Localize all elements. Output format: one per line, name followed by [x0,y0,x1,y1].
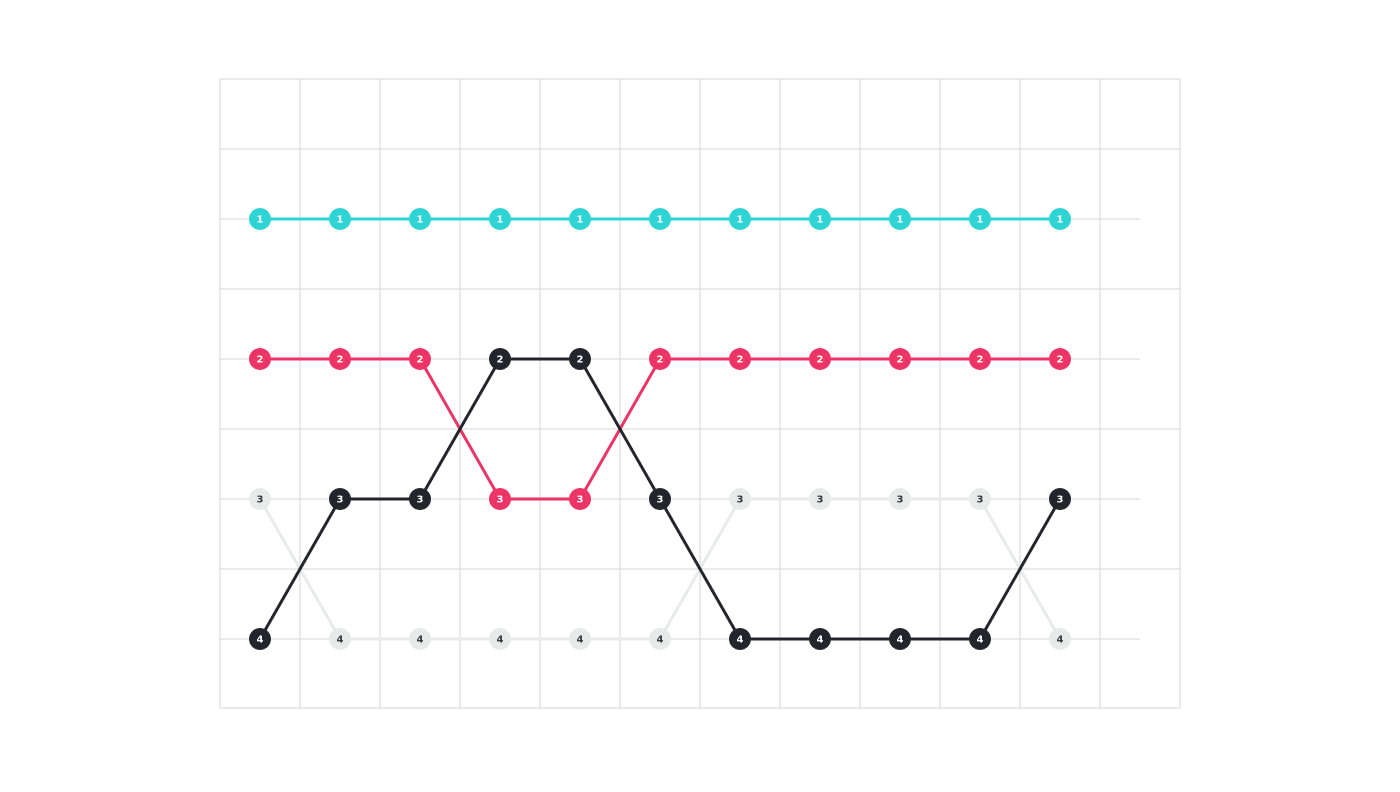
series-3-point-label: 4 [1057,635,1064,646]
series-4-point [249,628,271,650]
series-1-point [249,208,271,230]
series-2-point [649,348,671,370]
series-3-point-label: 3 [737,495,744,506]
series-1-point-label: 1 [257,215,264,226]
series-3-point [329,628,351,650]
series-3-point [249,488,271,510]
series-1-point-label: 1 [817,215,824,226]
series-2-point-label: 3 [497,495,504,506]
series-2-point [729,348,751,370]
series-4-point [1049,488,1071,510]
series-2-point-label: 2 [657,355,664,366]
series-4-point-label: 4 [737,635,744,646]
series-3-point-label: 4 [417,635,424,646]
series-1-point-label: 1 [417,215,424,226]
series-2-point-label: 2 [977,355,984,366]
series-3-point [649,628,671,650]
series-2-point-label: 2 [417,355,424,366]
series-4-point [809,628,831,650]
series-4-point-label: 2 [497,355,504,366]
series-1-point-label: 1 [657,215,664,226]
series-2-point-label: 2 [897,355,904,366]
series-4-point [729,628,751,650]
series-1-point [329,208,351,230]
series-2-point [569,488,591,510]
series-1-point-label: 1 [1057,215,1064,226]
series-3-point-label: 4 [577,635,584,646]
series-3-point [1049,628,1071,650]
series-1-point-label: 1 [897,215,904,226]
series-1-point [489,208,511,230]
series-1-point [409,208,431,230]
series-4-point-label: 3 [657,495,664,506]
series-4-point-label: 4 [257,635,264,646]
series-3-point [969,488,991,510]
series-4-point-label: 3 [417,495,424,506]
series-3-point [409,628,431,650]
series-3-point-label: 4 [497,635,504,646]
series-2-point [889,348,911,370]
series-4-point [489,348,511,370]
series-2-point [809,348,831,370]
series-4-point [569,348,591,370]
series-4-point-label: 4 [897,635,904,646]
series-4-point-label: 4 [817,635,824,646]
series-1-point [809,208,831,230]
series-1-point-label: 1 [337,215,344,226]
series-1-point-label: 1 [577,215,584,226]
series-2-point-label: 2 [1057,355,1064,366]
series-1-point-label: 1 [737,215,744,226]
series-2-point-label: 2 [337,355,344,366]
series-3-point [489,628,511,650]
series-1-point [1049,208,1071,230]
series-2-point [409,348,431,370]
series-2-point-label: 2 [817,355,824,366]
series-2-point [1049,348,1071,370]
series-3-point [889,488,911,510]
series-2-point-label: 2 [257,355,264,366]
series-3-point [809,488,831,510]
series-1-point [969,208,991,230]
series-1-point-label: 1 [497,215,504,226]
grid [219,78,1181,709]
series-3-point-label: 4 [657,635,664,646]
series-3-point-label: 4 [337,635,344,646]
series-2-point [969,348,991,370]
series-4-point-label: 3 [337,495,344,506]
series-1-point [729,208,751,230]
series-1-point [569,208,591,230]
series-4-point [649,488,671,510]
series-1-point-label: 1 [977,215,984,226]
series-4-point [889,628,911,650]
series-2-point [329,348,351,370]
series-3-point-label: 3 [897,495,904,506]
series-2-point [249,348,271,370]
series-points: 3 4 4 4 4 4 3 3 3 3 4 2 2 2 3 3 2 2 2 2 2 2 1 1 1 1 1 1 1 1 1 1 1 4 3 3 2 2 3 4… [249,208,1071,650]
series-2-point-label: 2 [737,355,744,366]
series-3-point-label: 3 [977,495,984,506]
series-4-point [409,488,431,510]
series-4-point-label: 2 [577,355,584,366]
series-3-point [569,628,591,650]
series-4-point [329,488,351,510]
series-3-point [729,488,751,510]
series-1-point [889,208,911,230]
series-3-point-label: 3 [257,495,264,506]
series-1-point [649,208,671,230]
series-2-point [489,488,511,510]
series-4-point-label: 3 [1057,495,1064,506]
series-4-point-label: 4 [977,635,984,646]
series-4-point [969,628,991,650]
series-3-point-label: 3 [817,495,824,506]
series-2-point-label: 3 [577,495,584,506]
